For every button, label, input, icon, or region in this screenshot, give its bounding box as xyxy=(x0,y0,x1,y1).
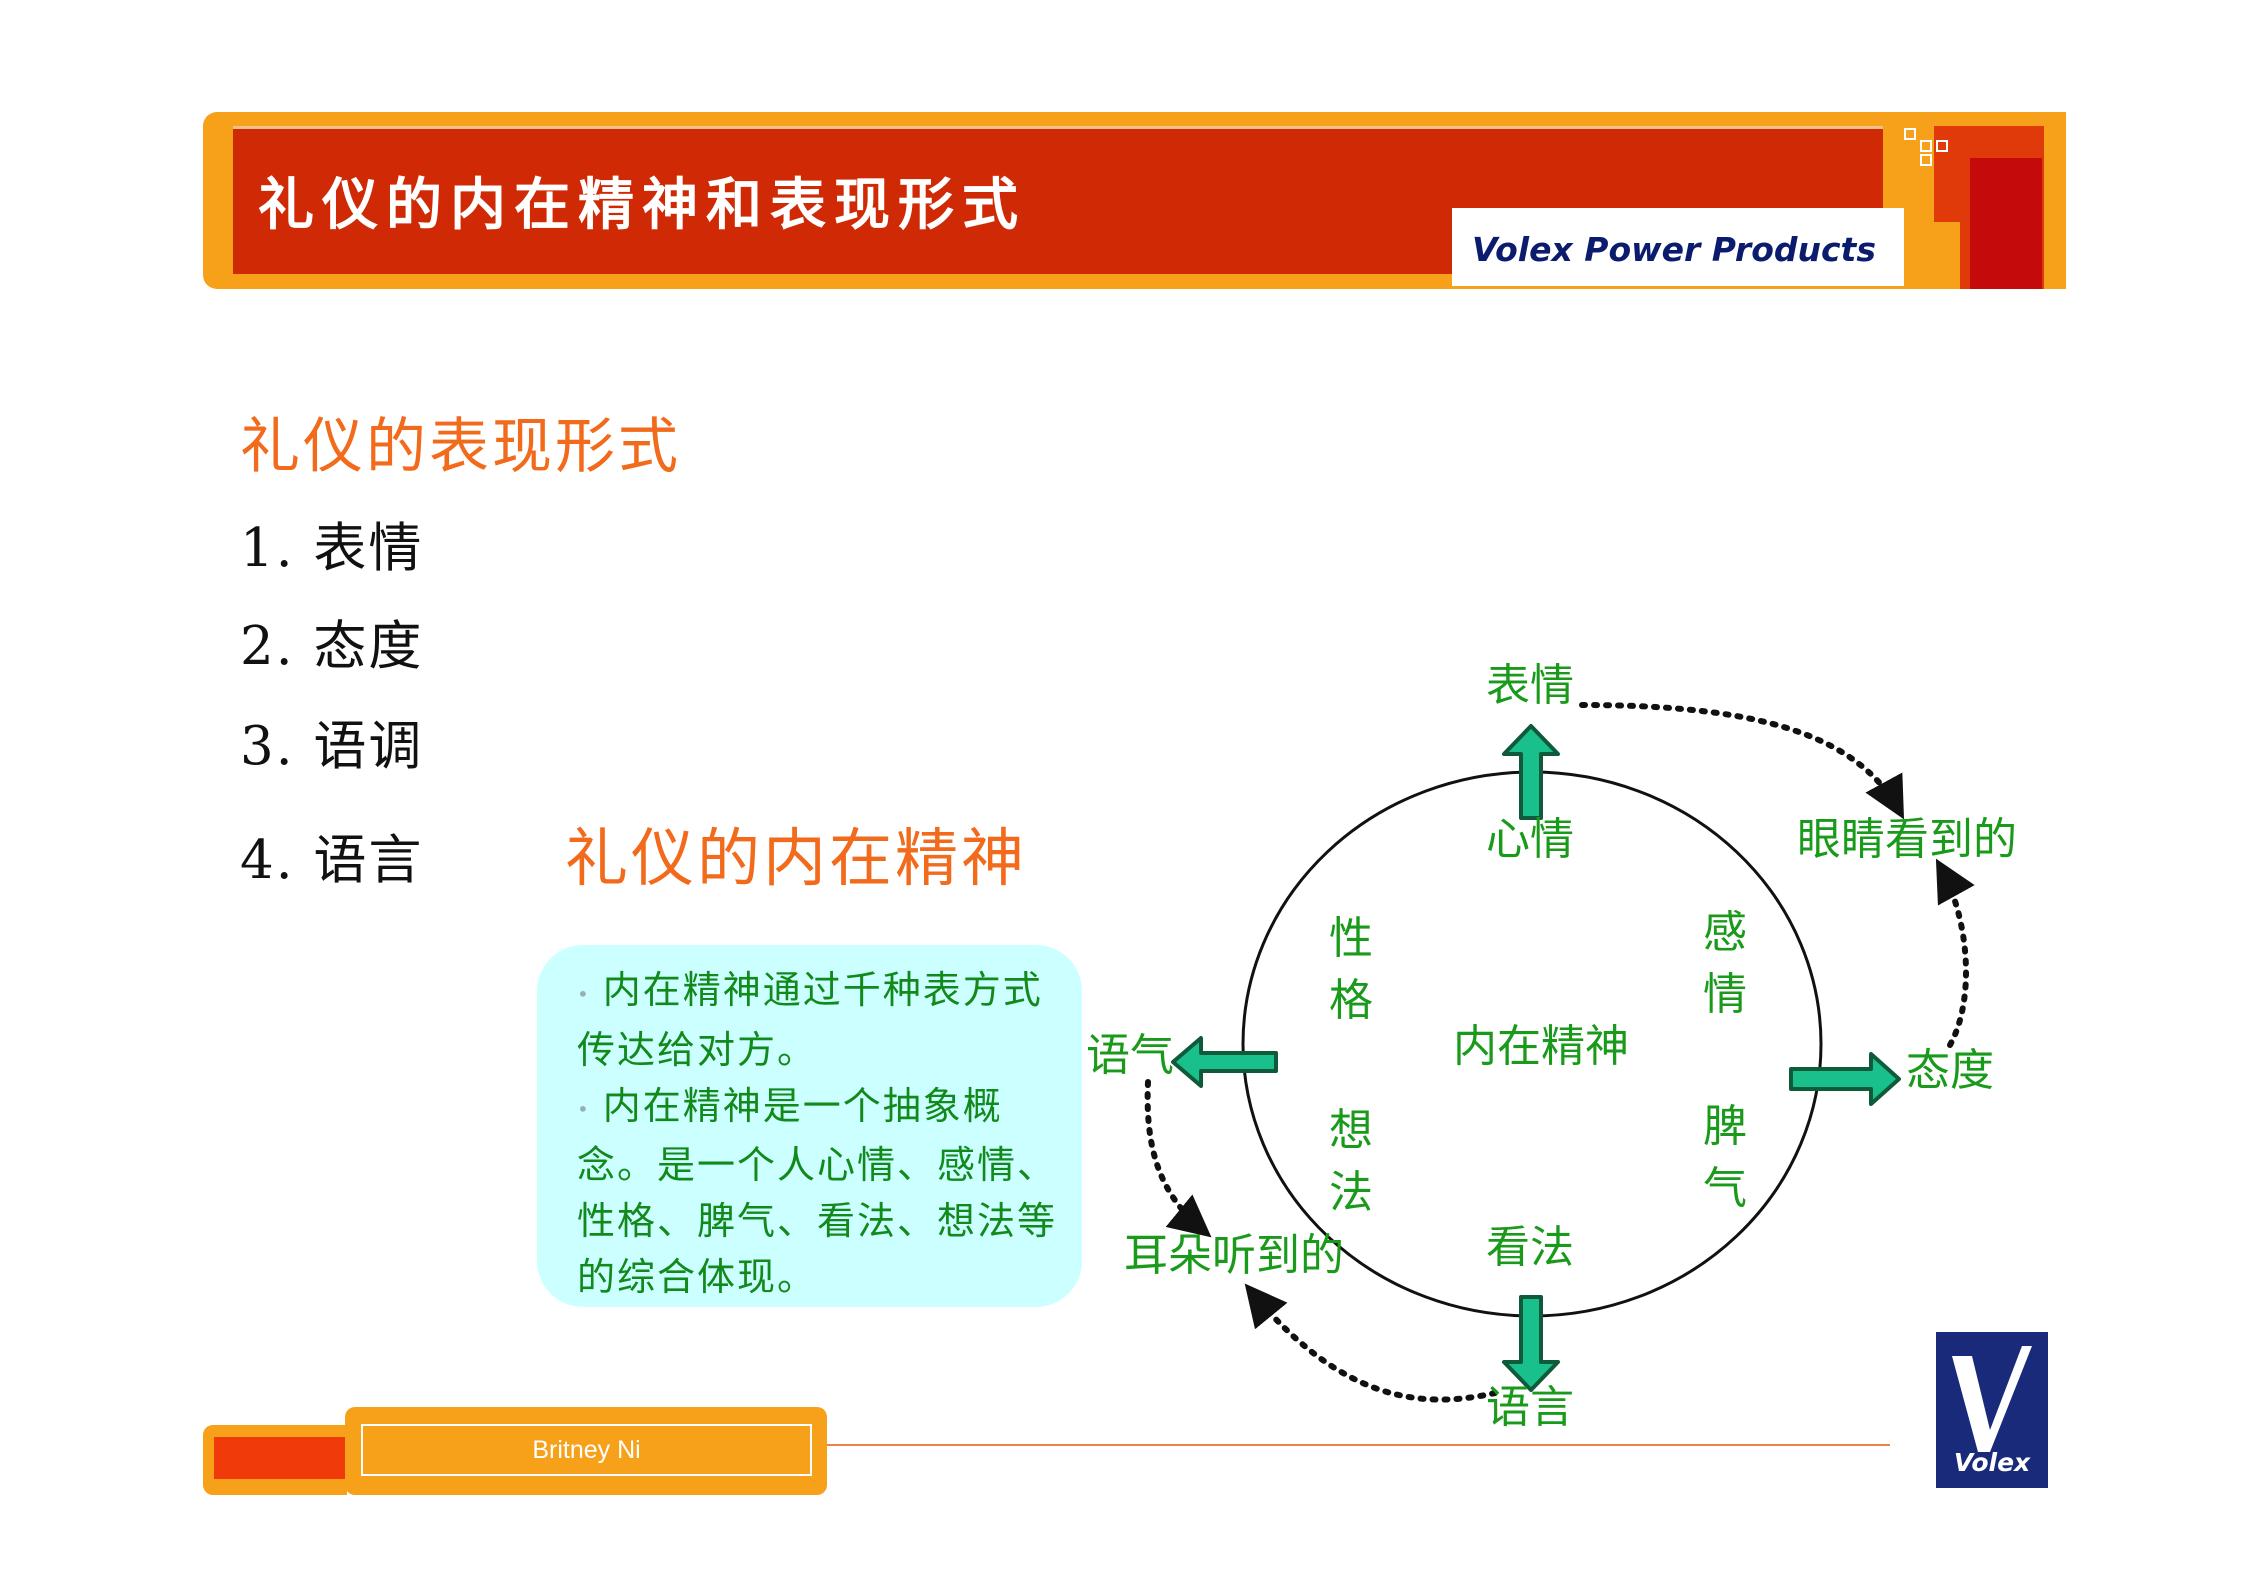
info-callout xyxy=(537,945,1082,1307)
decor-square-icon xyxy=(1920,154,1932,166)
inner-label-character: 性格 xyxy=(1329,913,1373,1026)
footer-author-box xyxy=(361,1424,812,1476)
inner-label-temper: 脾气 xyxy=(1703,1101,1747,1214)
section-title-forms: 礼仪的表现形式 xyxy=(240,412,681,482)
perception-label-eyes: 眼睛看到的 xyxy=(1797,814,2017,865)
inner-label-views: 看法 xyxy=(1486,1222,1574,1273)
footer-tab-accent xyxy=(214,1437,348,1479)
info-bullet-text: 内在精神是一个抽象概念。是一个人心情、感情、性格、脾气、看法、想法等的综合体现。 xyxy=(577,1083,1058,1300)
bullet-icon: • xyxy=(577,1097,591,1121)
outer-label-language: 语言 xyxy=(1486,1382,1574,1433)
corner-decoration-dark-red xyxy=(1970,158,2042,289)
footer-divider xyxy=(827,1444,1890,1446)
info-bullet: •内在精神通过千种表方式传达给对方。 xyxy=(577,962,1059,1078)
decor-square-icon xyxy=(1920,140,1932,152)
info-bullet: •内在精神是一个抽象概念。是一个人心情、感情、性格、脾气、看法、想法等的综合体现… xyxy=(577,1078,1059,1306)
outer-label-attitude: 态度 xyxy=(1906,1045,1994,1096)
section-title-spirit: 礼仪的内在精神 xyxy=(565,822,1027,895)
dotted-arrow-expression-to-eyes xyxy=(1579,702,1905,820)
up-arrow-icon xyxy=(1502,724,1560,820)
footer-bar xyxy=(345,1407,827,1495)
logo-mark-icon xyxy=(1938,1334,2046,1486)
outer-label-expression: 表情 xyxy=(1486,660,1574,711)
info-callout-text: •内在精神通过千种表方式传达给对方。 •内在精神是一个抽象概念。是一个人心情、感… xyxy=(577,962,1059,1305)
decor-square-icon xyxy=(1904,128,1916,140)
slide-title: 礼仪的内在精神和表现形式 xyxy=(258,172,1026,238)
inner-label-feelings: 感情 xyxy=(1703,907,1747,1020)
inner-label-mood: 心情 xyxy=(1486,814,1574,865)
volex-logo xyxy=(1936,1332,2048,1488)
dotted-arrow-language-to-ears xyxy=(1244,1283,1498,1403)
list-item: 2. 态度 xyxy=(240,616,424,677)
inner-label-thoughts: 想法 xyxy=(1329,1105,1373,1218)
decor-square-icon xyxy=(1936,140,1948,152)
outer-label-tone: 语气 xyxy=(1086,1030,1174,1081)
list-item: 1. 表情 xyxy=(240,518,424,579)
list-item: 3. 语调 xyxy=(240,716,424,777)
right-arrow-icon xyxy=(1789,1052,1901,1106)
company-name: Volex Power Products xyxy=(1472,230,1876,269)
logo-text: Volex xyxy=(1953,1448,2031,1477)
company-panel xyxy=(1452,208,1904,286)
bullet-icon: • xyxy=(577,981,591,1006)
dotted-arrow-attitude-to-eyes xyxy=(1935,858,1975,1048)
perception-label-ears: 耳朵听到的 xyxy=(1124,1230,1344,1281)
corner-decoration-orange xyxy=(1904,222,1960,289)
list-item: 4. 语言 xyxy=(240,830,424,891)
center-label: 内在精神 xyxy=(1453,1021,1629,1072)
dotted-arrow-tone-to-ears xyxy=(1144,1079,1212,1238)
footer-author: Britney Ni xyxy=(532,1436,641,1464)
info-bullet-text: 内在精神通过千种表方式传达给对方。 xyxy=(577,968,1043,1072)
down-arrow-icon xyxy=(1502,1295,1560,1392)
left-arrow-icon xyxy=(1171,1036,1278,1088)
